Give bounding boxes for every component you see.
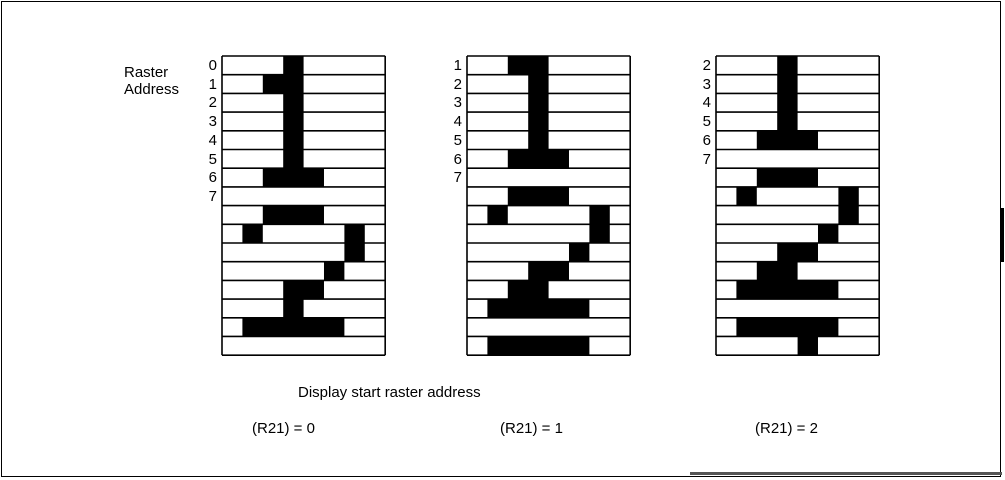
raster-address-number: 7: [208, 187, 217, 205]
display-start-caption: Display start raster address: [298, 384, 481, 401]
dot-segment: [283, 130, 304, 150]
raster-address-number: 5: [208, 150, 217, 168]
dot-segment: [777, 93, 798, 113]
raster-address-number: 4: [702, 94, 711, 112]
setting-r21-0: (R21) = 0: [252, 420, 315, 437]
dot-segment: [507, 56, 549, 75]
dot-segment: [283, 56, 304, 75]
dot-segment: [568, 242, 590, 262]
dot-segment: [487, 205, 508, 225]
dot-segment: [736, 280, 839, 300]
dot-segment: [283, 93, 304, 113]
dot-segment: [487, 299, 590, 318]
setting-r21-1: (R21) = 1: [500, 420, 563, 437]
dot-segment: [262, 205, 324, 225]
dot-segment: [283, 149, 304, 169]
dot-segment: [838, 205, 859, 225]
raster-address-number: 3: [208, 113, 217, 131]
dot-segment: [283, 299, 304, 318]
raster-address-number: 5: [453, 131, 462, 149]
raster-address-number: 4: [453, 113, 462, 131]
raster-label: Raster: [124, 64, 169, 81]
raster-address-number: 6: [208, 169, 217, 187]
dot-segment: [262, 168, 324, 187]
dot-segment: [777, 112, 798, 131]
address-label: Address: [124, 81, 180, 98]
dot-segment: [528, 93, 549, 113]
dot-segment: [528, 261, 569, 281]
setting-r21-2: (R21) = 2: [755, 420, 818, 437]
dot-segment: [756, 130, 818, 150]
raster-address-number: 6: [453, 150, 462, 168]
raster-grid-r21-2: [715, 55, 880, 356]
raster-address-number: 2: [208, 94, 217, 112]
raster-address-number: 1: [208, 75, 217, 93]
raster-grid-r21-0: [221, 55, 386, 356]
dot-segment: [528, 74, 549, 94]
dot-segment: [507, 186, 569, 206]
dot-segment: [777, 242, 818, 262]
dot-segment: [817, 224, 839, 243]
dot-segment: [507, 149, 569, 169]
raster-address-number: 4: [208, 131, 217, 149]
dot-segment: [777, 56, 798, 75]
dot-segment: [589, 205, 610, 225]
raster-address-number: 3: [453, 94, 462, 112]
dot-segment: [528, 130, 549, 150]
dot-segment: [797, 336, 818, 356]
dot-segment: [507, 280, 549, 300]
raster-address-number: 7: [702, 150, 711, 168]
dot-segment: [262, 74, 304, 94]
dot-segment: [344, 242, 365, 262]
dot-segment: [283, 280, 324, 300]
raster-address-number: 2: [453, 75, 462, 93]
dot-segment: [589, 224, 610, 243]
dot-segment: [528, 112, 549, 131]
dot-segment: [838, 186, 859, 206]
dot-segment: [756, 168, 818, 187]
raster-address-number: 5: [702, 113, 711, 131]
raster-address-number: 0: [208, 57, 217, 74]
dot-segment: [344, 224, 365, 243]
raster-address-number: 3: [702, 75, 711, 93]
dot-segment: [487, 336, 590, 356]
raster-address-number: 6: [702, 131, 711, 149]
dot-segment: [323, 261, 345, 281]
raster-address-number: 2: [702, 57, 711, 74]
dot-segment: [283, 112, 304, 131]
dot-segment: [756, 261, 798, 281]
dot-segment: [242, 317, 345, 337]
dot-segment: [736, 317, 839, 337]
dot-segment: [736, 186, 757, 206]
dot-segment: [242, 224, 263, 243]
edge-line: [690, 472, 1002, 475]
dot-segment: [777, 74, 798, 94]
raster-address-number: 7: [453, 169, 462, 187]
edge-mark: [1000, 208, 1004, 262]
raster-grid-r21-1: [466, 55, 631, 356]
raster-address-number: 1: [453, 57, 462, 74]
